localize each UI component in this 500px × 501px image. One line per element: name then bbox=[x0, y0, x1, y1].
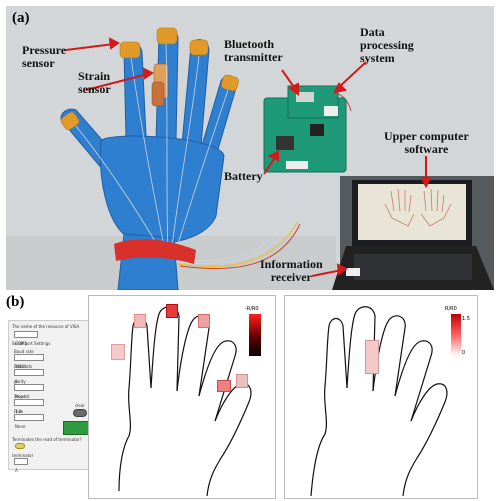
annotation-arrows bbox=[65, 37, 432, 277]
label-pressure-sensor: Pressure sensor bbox=[22, 43, 67, 70]
photo-panel-a: (a) Pressure sensor Strain sensor Blueto… bbox=[6, 6, 494, 290]
visa-resource-field[interactable]: COM5 bbox=[14, 331, 38, 346]
baud-rate-field[interactable]: 9600 bbox=[14, 354, 44, 369]
label-information-receiver: Information receiver bbox=[260, 257, 323, 284]
colorbar-right-bottom-tick: 0 bbox=[462, 350, 466, 356]
panel-b-letter: (b) bbox=[6, 294, 25, 310]
colorbar-left bbox=[249, 314, 261, 356]
strain-sensor-middle-finger bbox=[365, 340, 379, 374]
status-indicator bbox=[63, 421, 91, 435]
panel-b: (b) The name of the resource of VISA COM… bbox=[6, 294, 494, 499]
hand-outline-left bbox=[118, 306, 252, 497]
stop-bit-select[interactable]: 1.0 bbox=[14, 399, 44, 414]
label-data-processing-system: Data processing system bbox=[360, 25, 414, 65]
terminator-label: terminator bbox=[12, 453, 34, 458]
label-battery: Battery bbox=[224, 169, 263, 183]
terminator-toggle[interactable] bbox=[15, 443, 25, 449]
sensor-middle-tip bbox=[166, 304, 178, 318]
terminates-label: Terminates the read of terminator? bbox=[12, 437, 82, 442]
label-upper-computer-software: Upper computer software bbox=[384, 129, 469, 156]
colorbar-right-title: R/R0 bbox=[445, 306, 457, 312]
data-bits-label: Data bits bbox=[14, 364, 33, 369]
parity-label: parity bbox=[14, 379, 26, 384]
label-strain-sensor: Strain sensor bbox=[78, 69, 111, 96]
clear-toggle[interactable] bbox=[73, 409, 87, 417]
laptop bbox=[332, 176, 494, 290]
flow-select[interactable]: None bbox=[14, 414, 44, 429]
baud-rate-label: Baud rate bbox=[14, 349, 34, 354]
parity-select[interactable]: None bbox=[14, 384, 44, 399]
flow-label: Flow bbox=[14, 409, 24, 414]
pressure-sensor-patches bbox=[60, 27, 239, 131]
serial-control-panel: The name of the resource of VISA COM5 Se… bbox=[8, 320, 92, 473]
sensor-little-tip bbox=[236, 374, 248, 388]
terminator-field[interactable]: A bbox=[14, 458, 28, 473]
red-tape bbox=[114, 239, 196, 264]
colorbar-right bbox=[451, 314, 461, 356]
label-bluetooth-transmitter: Bluetooth transmitter bbox=[224, 37, 283, 64]
wires bbox=[75, 43, 304, 265]
sensor-thumb-base bbox=[111, 344, 125, 360]
pressure-hand-plot: -R/R0 bbox=[88, 295, 276, 499]
circuit-board bbox=[263, 85, 347, 173]
serial-settings-label: Serial port Settings bbox=[12, 341, 51, 346]
strain-sensor-patches bbox=[151, 63, 169, 107]
strain-hand-plot: R/R0 1.5 0 bbox=[284, 295, 478, 499]
sensor-ring-tip bbox=[198, 314, 210, 328]
sensor-palm bbox=[217, 380, 231, 392]
glove-photo bbox=[6, 6, 494, 290]
sensor-index-tip bbox=[134, 314, 146, 328]
colorbar-right-top-tick: 1.5 bbox=[462, 316, 470, 322]
data-bits-field[interactable]: 8 bbox=[14, 369, 44, 384]
clear-label: clear bbox=[75, 403, 85, 408]
colorbar-left-title: -R/R0 bbox=[245, 306, 259, 312]
visa-resource-title: The name of the resource of VISA bbox=[12, 324, 80, 329]
stop-bit-label: Stop bit bbox=[14, 394, 30, 399]
panel-a-letter: (a) bbox=[12, 10, 30, 26]
hand-outline-right bbox=[310, 306, 448, 497]
